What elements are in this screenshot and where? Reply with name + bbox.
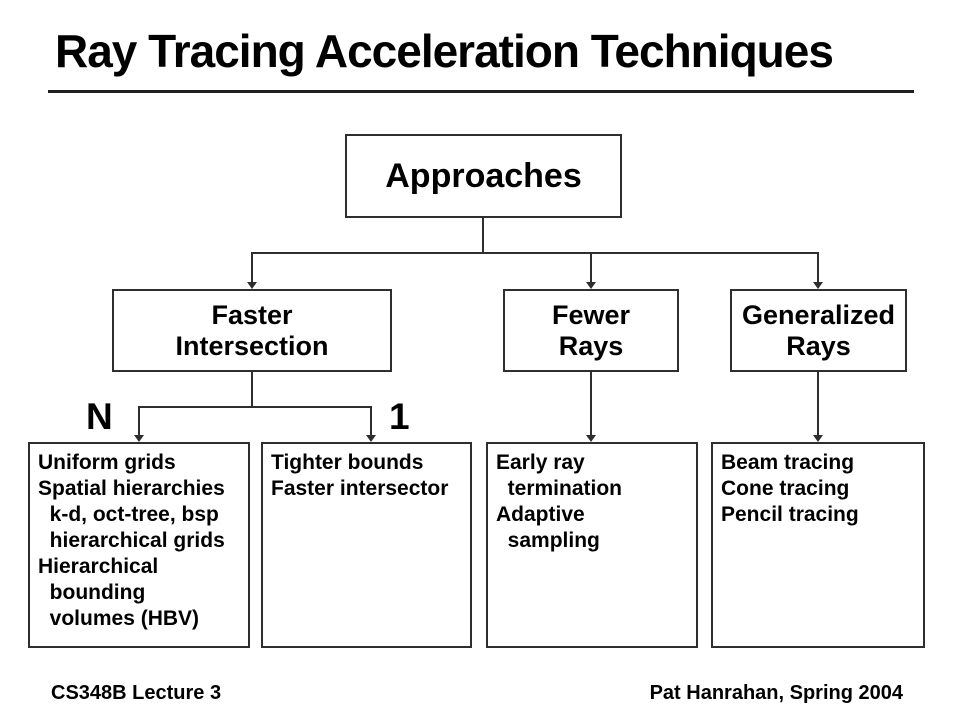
leaf-beam-cone-pencil: Beam tracing Cone tracing Pencil tracing bbox=[711, 442, 925, 648]
connector-drop-leaf-1 bbox=[370, 406, 372, 435]
arrowhead-fewer-leaf bbox=[586, 435, 596, 442]
title-underline bbox=[48, 90, 914, 93]
connector-drop-faster bbox=[251, 252, 253, 282]
arrowhead-fewer bbox=[586, 282, 596, 289]
connector-drop-generalized bbox=[817, 252, 819, 282]
connector-faster-stem bbox=[251, 370, 253, 408]
node-generalized-rays: Generalized Rays bbox=[730, 289, 907, 372]
connector-drop-leaf-n bbox=[138, 406, 140, 435]
connector-drop-fewer bbox=[590, 252, 592, 282]
connector-generalized-stem bbox=[817, 370, 819, 435]
arrowhead-generalized-leaf bbox=[813, 435, 823, 442]
node-approaches: Approaches bbox=[345, 134, 622, 218]
slide-title: Ray Tracing Acceleration Techniques bbox=[55, 25, 834, 77]
footer-course-label: CS348B Lecture 3 bbox=[51, 682, 222, 704]
connector-faster-bar bbox=[138, 406, 372, 408]
arrowhead-faster bbox=[247, 282, 257, 289]
leaf-tighter-bounds: Tighter bounds Faster intersector bbox=[261, 442, 472, 648]
leaf-early-termination: Early ray termination Adaptive sampling bbox=[486, 442, 698, 648]
arrowhead-leaf-1 bbox=[366, 435, 376, 442]
connector-root-stem bbox=[482, 218, 484, 254]
arrowhead-generalized bbox=[813, 282, 823, 289]
edge-label-one: 1 bbox=[389, 396, 410, 437]
leaf-spatial-structures: Uniform grids Spatial hierarchies k-d, o… bbox=[28, 442, 250, 648]
node-fewer-rays: Fewer Rays bbox=[503, 289, 679, 372]
node-faster-intersection: Faster Intersection bbox=[112, 289, 392, 372]
footer-author-label: Pat Hanrahan, Spring 2004 bbox=[649, 682, 903, 704]
connector-fewer-stem bbox=[590, 370, 592, 435]
arrowhead-leaf-n bbox=[134, 435, 144, 442]
edge-label-n: N bbox=[86, 396, 113, 437]
connector-root-bar bbox=[251, 252, 819, 254]
